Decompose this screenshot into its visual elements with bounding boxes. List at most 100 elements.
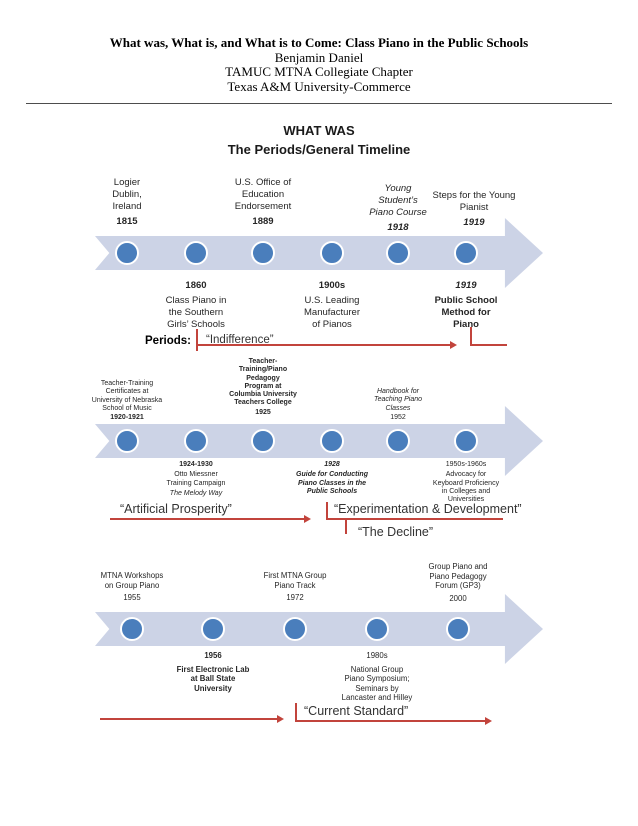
period-bracket-line [470,344,507,346]
horizontal-divider [26,103,612,104]
event-year: 1925 [255,408,271,416]
event-text: Class Piano in the Southern Girls’ Schoo… [165,295,227,330]
event-text: Handbook for Teaching Piano Classes [373,388,423,412]
event-subtext: The Melody Way [169,489,223,497]
event-text: First Electronic Lab at Ball State Unive… [176,664,250,693]
timeline-arrow-3 [95,594,543,664]
timeline-node [386,429,410,453]
section-subtitle: The Periods/General Timeline [227,142,411,157]
period-artificial-prosperity: “Artificial Prosperity” [120,502,232,516]
event-text: Logier Dublin, Ireland [112,177,142,212]
event-year: 1900s [318,280,346,291]
period-arrow-line [197,344,450,346]
timeline-node [283,617,307,641]
timeline-event: Teacher-Training Certificates at Univers… [92,380,162,422]
event-text: MTNA Workshops on Group Piano [100,571,164,590]
timeline-node [320,241,344,265]
arrow-right-icon [450,341,457,349]
event-text: Advocacy for Keyboard Proficiency in Col… [432,471,500,504]
timeline-event: Logier Dublin, Ireland 1815 [112,177,142,228]
timeline-event: 1919 Public School Method for Piano [435,280,498,331]
timeline-node [201,617,225,641]
timeline-node [454,241,478,265]
timeline-event: 1950s-1960s Advocacy for Keyboard Profic… [433,461,499,504]
timeline-node [446,617,470,641]
period-arrow-line [110,518,304,520]
event-text: First MTNA Group Piano Track [263,571,327,590]
periods-label: Periods: [145,335,192,347]
event-year: 1980s [366,651,388,660]
event-year: 1919 [463,217,485,228]
document-header: What was, What is, and What is to Come: … [0,35,638,94]
timeline-event: 1956 First Electronic Lab at Ball State … [177,651,250,693]
event-text: U.S. Leading Manufacturer of Pianos [304,295,360,330]
period-bracket-line [295,703,297,722]
timeline-event: Steps for the Young Pianist 1919 [433,190,516,229]
timeline-node [184,241,208,265]
period-decline: “The Decline” [358,525,434,539]
section-title: WHAT WAS [283,123,355,138]
arrow-right-icon [277,715,284,723]
timeline-event: Group Piano and Piano Pedagogy Forum (GP… [429,562,488,603]
period-indifference: “Indifference” [206,334,274,346]
event-text: Otto Miessner Training Campaign [166,471,226,487]
event-year: 1928 [324,461,340,468]
period-bracket-line [196,329,198,351]
event-year: 1955 [123,593,141,602]
timeline-node [251,429,275,453]
event-year: 1952 [390,413,406,421]
event-text: Guide for Conducting Piano Classes in th… [296,471,368,495]
period-arrow-line [295,720,485,722]
timeline-event: 1860 Class Piano in the Southern Girls’ … [166,280,227,331]
timeline-event: MTNA Workshops on Group Piano 1955 [101,571,164,603]
timeline-node [365,617,389,641]
timeline-node [120,617,144,641]
timeline-event: U.S. Office of Education Endorsement 188… [235,177,292,228]
period-arrow-line [100,718,277,720]
event-text: U.S. Office of Education Endorsement [234,177,292,212]
event-year: 1889 [252,216,274,227]
period-bracket-line [326,502,328,520]
author-line: Benjamin Daniel [274,49,364,65]
event-year: 1815 [116,216,138,227]
period-experimentation: “Experimentation & Development” [334,502,522,516]
event-text: Teacher-Training Certificates at Univers… [91,380,163,412]
event-year: 1860 [185,280,207,291]
event-year: 1920-1921 [110,414,144,422]
timeline-node [115,429,139,453]
period-bracket-line [326,518,503,520]
period-bracket-line [345,520,347,534]
chapter-line: TAMUC MTNA Collegiate Chapter [225,64,413,79]
event-year: 1956 [204,651,222,660]
timeline-event: Young Student’s Piano Course 1918 [369,183,427,234]
event-year: 1950s-1960s [445,461,487,468]
event-year: 2000 [449,593,467,603]
arrow-right-icon [485,717,492,725]
section-heading: WHAT WAS The Periods/General Timeline [0,121,638,159]
document-title: What was, What is, and What is to Come: … [109,35,529,50]
timeline-event: 1928 Guide for Conducting Piano Classes … [296,461,368,496]
timeline-node [386,241,410,265]
timeline-node [115,241,139,265]
timeline-event: Handbook for Teaching Piano Classes 1952 [374,388,422,422]
timeline-event: First MTNA Group Piano Track 1972 [264,571,327,603]
event-text: Group Piano and Piano Pedagogy Forum (GP… [428,562,488,590]
timeline-event: Teacher- Training/Piano Pedagogy Program… [229,358,297,417]
timeline-node [184,429,208,453]
timeline-node [454,429,478,453]
event-text: National Group Piano Symposium; Seminars… [341,664,413,703]
period-bracket-line [470,327,472,346]
event-text: Public School Method for Piano [434,295,498,330]
event-text: Steps for the Young Pianist [432,190,516,213]
timeline-event: 1924-1930 Otto Miessner Training Campaig… [167,461,226,498]
timeline-event: 1900s U.S. Leading Manufacturer of Piano… [304,280,360,331]
university-line: Texas A&M University-Commerce [227,78,411,94]
timeline-node [320,429,344,453]
event-year: 1919 [455,280,477,291]
event-year: 1924-1930 [179,461,213,468]
event-year: 1918 [387,222,409,233]
timeline-node [251,241,275,265]
timeline-event: 1980s National Group Piano Symposium; Se… [342,651,413,703]
event-text: Teacher- Training/Piano Pedagogy Program… [229,358,297,407]
